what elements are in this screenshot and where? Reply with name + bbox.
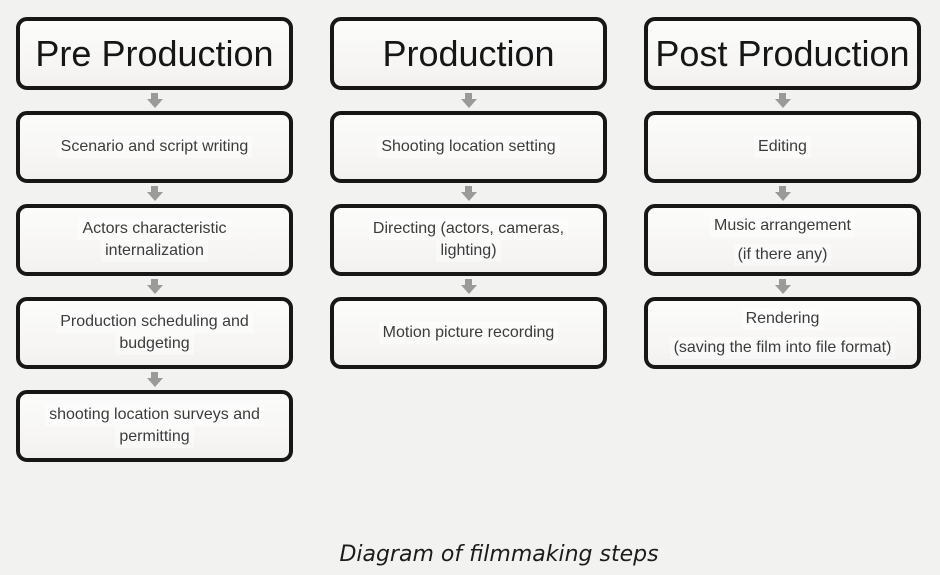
column-production: Production Shooting location setting Dir… [330, 0, 607, 369]
down-arrow-icon [774, 279, 791, 294]
step-label: Editing [754, 136, 811, 158]
arrow-cell [330, 183, 607, 204]
down-arrow-icon [146, 186, 163, 201]
step-label: Shooting location setting [377, 136, 560, 158]
step-box-directing: Directing (actors, cameras, lighting) [330, 204, 607, 276]
step-label-line: shooting location surveys and [45, 404, 264, 426]
step-label-line: budgeting [115, 333, 194, 355]
step-label-line: Directing (actors, cameras, [368, 218, 569, 240]
step-box-music-arrangement: Music arrangement (if there any) [644, 204, 921, 276]
down-arrow-icon [460, 279, 477, 294]
step-label-line: Rendering [741, 307, 824, 330]
step-box-editing: Editing [644, 111, 921, 183]
step-label-line: (if there any) [733, 243, 832, 266]
down-arrow-icon [146, 372, 163, 387]
step-box-actors-internalization: Actors characteristic internalization [16, 204, 293, 276]
down-arrow-icon [774, 186, 791, 201]
arrow-cell [644, 90, 921, 111]
step-box-motion-picture-recording: Motion picture recording [330, 297, 607, 369]
step-box-location-surveys: shooting location surveys and permitting [16, 390, 293, 462]
step-box-rendering: Rendering (saving the film into file for… [644, 297, 921, 369]
step-label-line: (saving the film into file format) [669, 336, 896, 359]
header-label: Production [382, 32, 555, 74]
down-arrow-icon [774, 93, 791, 108]
header-label: Pre Production [35, 32, 274, 74]
step-box-scenario-script: Scenario and script writing [16, 111, 293, 183]
column-post-production: Post Production Editing Music arrangemen… [644, 0, 921, 369]
header-box-pre-production: Pre Production [16, 17, 293, 90]
down-arrow-icon [460, 186, 477, 201]
arrow-cell [16, 276, 293, 297]
arrow-cell [330, 276, 607, 297]
step-label-line: Production scheduling and [56, 311, 253, 333]
step-box-scheduling-budgeting: Production scheduling and budgeting [16, 297, 293, 369]
step-label-line: permitting [115, 426, 194, 448]
down-arrow-icon [146, 279, 163, 294]
step-label-line: Music arrangement [710, 214, 855, 237]
step-label-line: internalization [101, 240, 208, 262]
arrow-cell [16, 183, 293, 204]
arrow-cell [644, 276, 921, 297]
header-box-production: Production [330, 17, 607, 90]
header-box-post-production: Post Production [644, 17, 921, 90]
step-label-line: lighting) [436, 240, 501, 262]
header-label: Post Production [655, 32, 910, 74]
arrow-cell [16, 90, 293, 111]
step-label: Scenario and script writing [56, 136, 253, 158]
down-arrow-icon [460, 93, 477, 108]
step-box-location-setting: Shooting location setting [330, 111, 607, 183]
down-arrow-icon [146, 93, 163, 108]
step-label-line: Actors characteristic [78, 218, 231, 240]
arrow-cell [16, 369, 293, 390]
arrow-cell [644, 183, 921, 204]
diagram-caption: Diagram of filmmaking steps [339, 542, 659, 567]
step-label: Motion picture recording [378, 322, 559, 344]
arrow-cell [330, 90, 607, 111]
column-pre-production: Pre Production Scenario and script writi… [16, 0, 293, 462]
